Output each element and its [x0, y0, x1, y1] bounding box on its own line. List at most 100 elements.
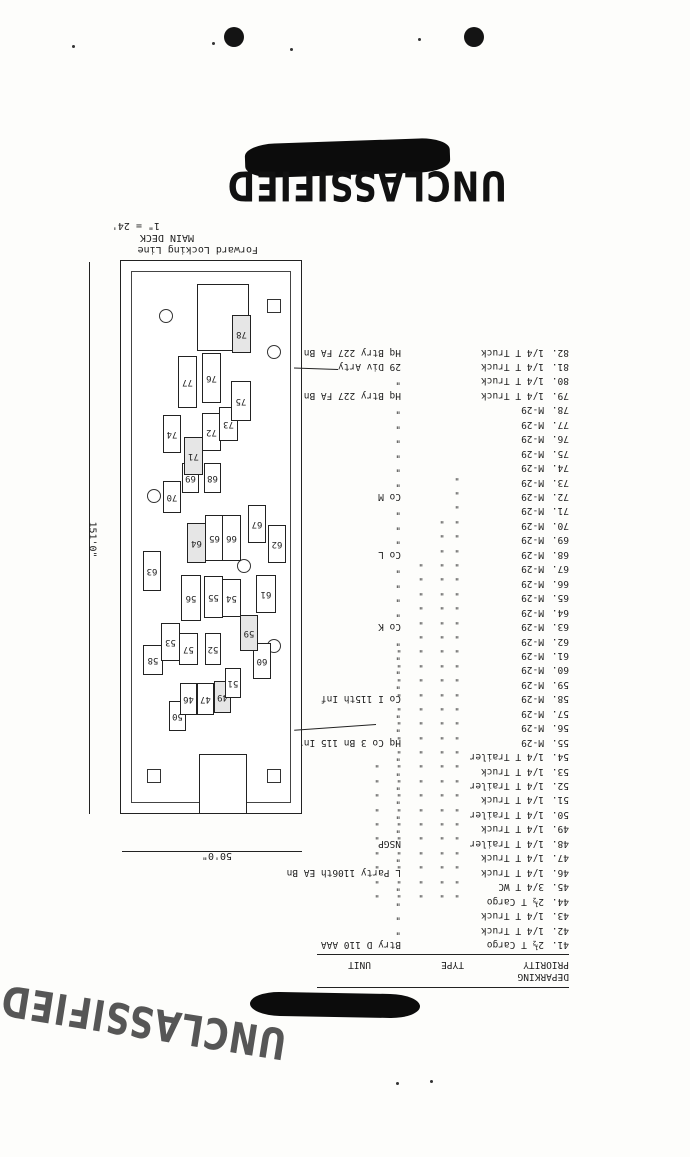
- priority-cell: 74.: [551, 462, 569, 474]
- ditto-mark: ": [439, 859, 445, 870]
- ditto-mark: ": [374, 844, 380, 855]
- ditto-mark: ": [418, 830, 424, 841]
- priority-cell: 54.: [551, 751, 569, 763]
- type-cell: M-29: [521, 736, 544, 748]
- ditto-mark: ": [396, 729, 402, 740]
- ditto-mark: ": [454, 772, 460, 783]
- priority-cell: 51.: [551, 794, 569, 806]
- vehicle-slot: 76: [202, 353, 221, 403]
- vehicle-slot: 61: [256, 575, 276, 613]
- vehicle-slot: 71: [184, 437, 203, 475]
- priority-cell: 60.: [551, 664, 569, 676]
- ditto-mark: ": [418, 758, 424, 769]
- ditto-mark: ": [454, 873, 460, 884]
- ditto-mark: ": [374, 758, 380, 769]
- priority-cell: 55.: [551, 736, 569, 748]
- ditto-mark: ": [374, 801, 380, 812]
- ditto-mark: ": [439, 672, 445, 683]
- type-cell: M-29: [521, 635, 544, 647]
- type-cell: 1/4 T Truck: [481, 375, 544, 387]
- priority-cell: 50.: [551, 808, 569, 820]
- ditto-mark: ": [439, 844, 445, 855]
- vehicle-slot: 46: [180, 683, 197, 715]
- ditto-column-d: """""""""""""""""": [394, 641, 404, 900]
- vehicle-slot: 56: [181, 575, 201, 621]
- ditto-mark: ": [439, 585, 445, 596]
- type-cell: 1/4 T Truck: [481, 389, 544, 401]
- ditto-mark: ": [439, 513, 445, 524]
- ditto-mark: ": [439, 571, 445, 582]
- vehicle-slot: 47: [197, 683, 214, 715]
- ditto-mark: ": [418, 571, 424, 582]
- redaction-bar-bottom: [249, 991, 421, 1019]
- unit-cell: ": [395, 563, 401, 575]
- ditto-mark: ": [396, 758, 402, 769]
- deck-scale: 1" = 24': [111, 220, 160, 231]
- priority-cell: 69.: [551, 534, 569, 546]
- ditto-mark: ": [418, 888, 424, 898]
- ditto-mark: ": [439, 643, 445, 654]
- vehicle-slot: 78: [232, 315, 251, 353]
- ditto-mark: ": [439, 542, 445, 553]
- ditto-mark: ": [396, 859, 402, 870]
- unit-cell: Btry D 110 AAA: [320, 939, 401, 950]
- unit-cell: ": [395, 592, 401, 604]
- type-cell: M-29: [521, 650, 544, 661]
- type-cell: 1/4 T Trailer: [469, 808, 544, 820]
- priority-cell: 68.: [551, 548, 569, 560]
- ditto-mark: ": [396, 873, 402, 884]
- type-cell: M-29: [521, 519, 544, 531]
- type-cell: M-29: [521, 404, 544, 416]
- priority-cell: 44.: [551, 895, 569, 907]
- ditto-mark: ": [418, 700, 424, 711]
- leader-line: [294, 724, 377, 731]
- ditto-mark: ": [454, 643, 460, 654]
- type-cell: 1/4 T Truck: [481, 823, 544, 835]
- ditto-mark: ": [396, 715, 402, 726]
- vehicle-slot: 59: [240, 615, 258, 651]
- ditto-mark: ": [454, 470, 460, 481]
- priority-cell: 43.: [551, 910, 569, 922]
- punch-hole-left: [464, 27, 484, 47]
- priority-cell: 66.: [551, 577, 569, 589]
- unit-cell: Co I 115th Inf: [320, 693, 401, 705]
- ditto-mark: ": [418, 801, 424, 812]
- ditto-mark: ": [454, 557, 460, 568]
- ditto-mark: ": [418, 557, 424, 568]
- ditto-mark: ": [396, 772, 402, 783]
- ditto-column-e: """""""""": [372, 756, 382, 900]
- ditto-mark: ": [454, 787, 460, 798]
- ditto-mark: ": [396, 686, 402, 697]
- priority-cell: 72.: [551, 491, 569, 503]
- ditto-mark: ": [454, 542, 460, 553]
- ditto-mark: ": [454, 628, 460, 639]
- type-cell: 1/4 T Trailer: [469, 780, 544, 792]
- priority-cell: 77.: [551, 418, 569, 430]
- ditto-mark: ": [418, 816, 424, 827]
- unit-cell: ": [395, 519, 401, 531]
- ditto-mark: ": [418, 772, 424, 783]
- ditto-mark: ": [439, 614, 445, 625]
- vehicle-slot: 67: [248, 505, 266, 543]
- unit-cell: ": [395, 534, 401, 546]
- unit-cell: Co M: [378, 491, 401, 503]
- ditto-mark: ": [418, 614, 424, 625]
- ditto-mark: ": [454, 657, 460, 668]
- priority-cell: 73.: [551, 476, 569, 488]
- type-cell: M-29: [521, 491, 544, 503]
- unit-cell: ": [395, 375, 401, 387]
- ditto-mark: ": [439, 657, 445, 668]
- ditto-mark: ": [454, 672, 460, 683]
- ditto-mark: ": [374, 873, 380, 884]
- vehicle-slot: 77: [178, 356, 197, 408]
- priority-cell: 82.: [551, 346, 569, 358]
- priority-cell: 75.: [551, 447, 569, 459]
- ditto-mark: ": [454, 614, 460, 625]
- type-cell: 1/4 T Truck: [481, 866, 544, 878]
- ditto-mark: ": [418, 787, 424, 798]
- deck-title-main-deck: MAIN DECK: [139, 232, 194, 243]
- ditto-mark: ": [396, 672, 402, 683]
- ditto-mark: ": [454, 715, 460, 726]
- unit-cell: ": [395, 505, 401, 517]
